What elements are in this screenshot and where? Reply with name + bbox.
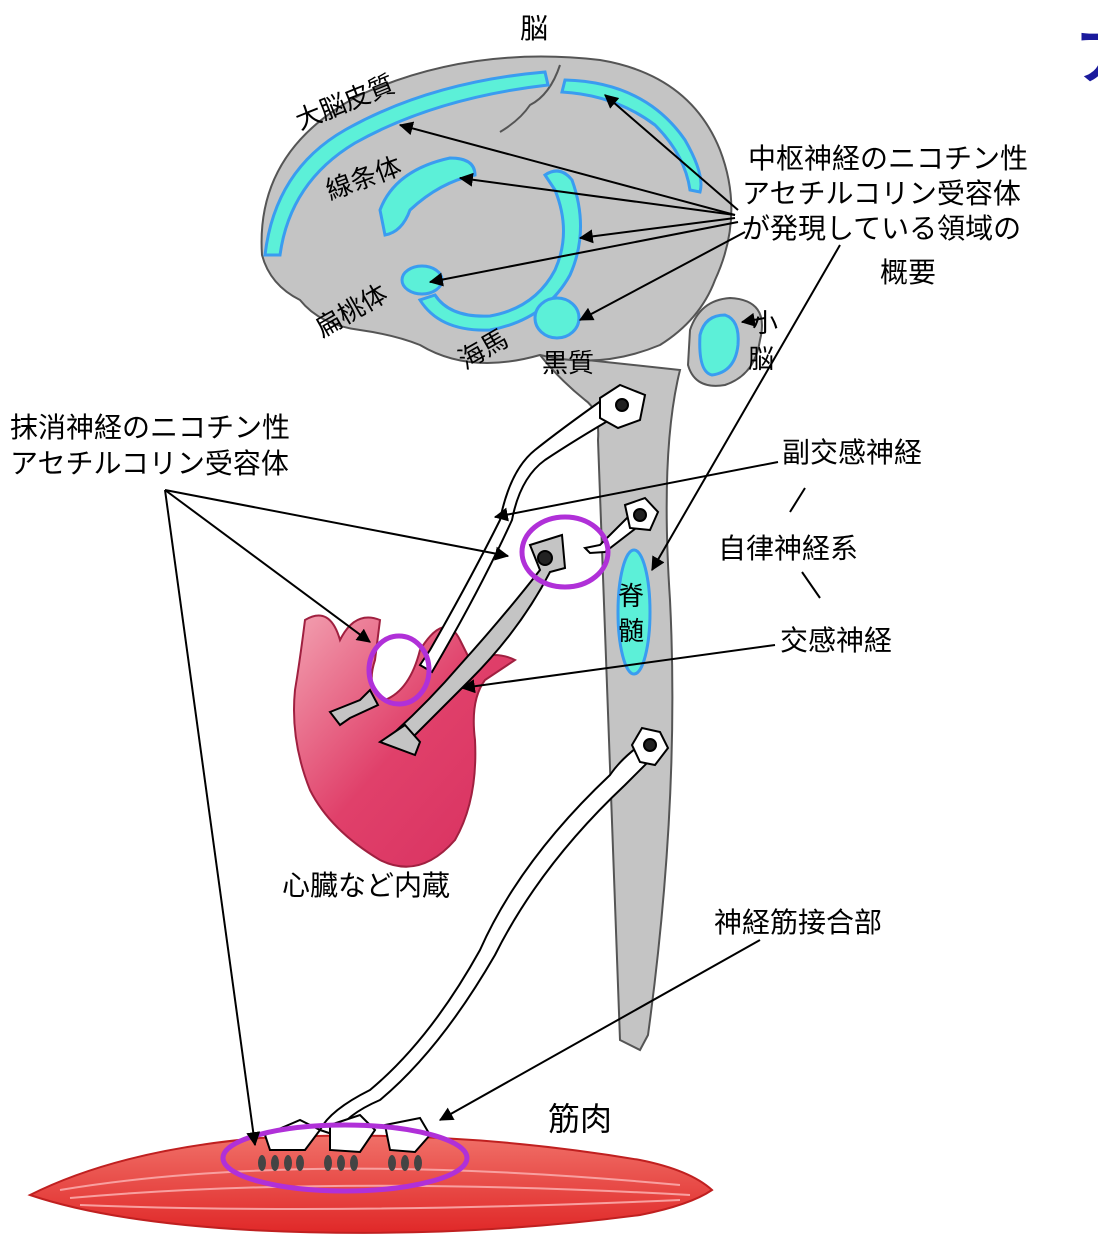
viscera-label: 心臓など内蔵 [282,869,450,902]
spinal-cord-label-1: 脊 [618,582,644,612]
peripheral-receptor-line1: 抹消神経のニコチン性 [10,411,290,444]
central-receptor-line4: 概要 [880,256,936,289]
sympathetic-label: 交感神経 [780,624,892,657]
spinal-cord-region [618,550,650,674]
substantia-nigra-region [535,298,579,338]
substantia-nigra-label: 黒質 [542,349,594,379]
autonomic-label: 自律神経系 [718,532,858,565]
peripheral-receptor-line2: アセチルコリン受容体 [10,447,289,480]
central-receptor-line1: 中枢神経のニコチン性 [748,142,1028,175]
muscle [30,1136,712,1233]
central-receptor-line3: が発現している領域の [742,212,1021,245]
spinal-cord [540,355,680,1050]
parasympathetic-label: 副交感神経 [782,436,922,469]
title-fragment: ア [1075,23,1098,93]
cerebellum-label-1: 小 [752,309,778,339]
spinal-cord-label-2: 髄 [618,617,644,647]
central-receptor-line2: アセチルコリン受容体 [742,177,1021,210]
muscle-label: 筋肉 [548,1100,612,1138]
nmj-label: 神経筋接合部 [714,906,882,939]
brain-label: 脳 [520,12,548,45]
cerebellum-label-2: 脳 [748,345,774,375]
